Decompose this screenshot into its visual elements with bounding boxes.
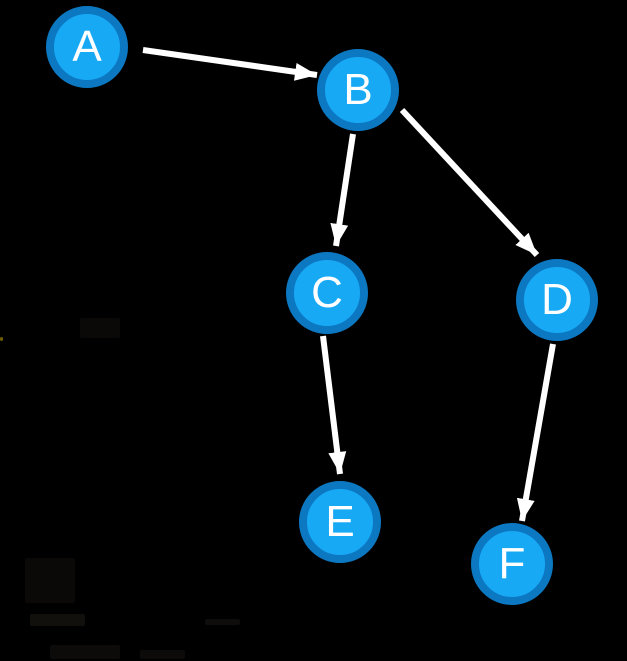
node-C[interactable]: C <box>286 252 368 334</box>
node-label-F: F <box>498 539 526 588</box>
node-F[interactable]: F <box>471 523 553 605</box>
node-label-B: B <box>343 65 373 114</box>
node-E[interactable]: E <box>299 481 381 563</box>
edge-B-D <box>399 107 540 258</box>
node-D[interactable]: D <box>516 259 598 341</box>
node-B[interactable]: B <box>317 49 399 131</box>
edges-group <box>142 47 556 522</box>
edge-B-C <box>330 133 356 247</box>
edge-D-F <box>516 343 556 522</box>
edge-C-E <box>320 335 347 475</box>
node-label-A: A <box>72 22 102 71</box>
node-A[interactable]: A <box>46 6 128 88</box>
node-label-D: D <box>541 275 573 324</box>
node-label-C: C <box>311 268 343 317</box>
node-label-E: E <box>325 497 355 546</box>
edge-A-B <box>142 47 318 81</box>
